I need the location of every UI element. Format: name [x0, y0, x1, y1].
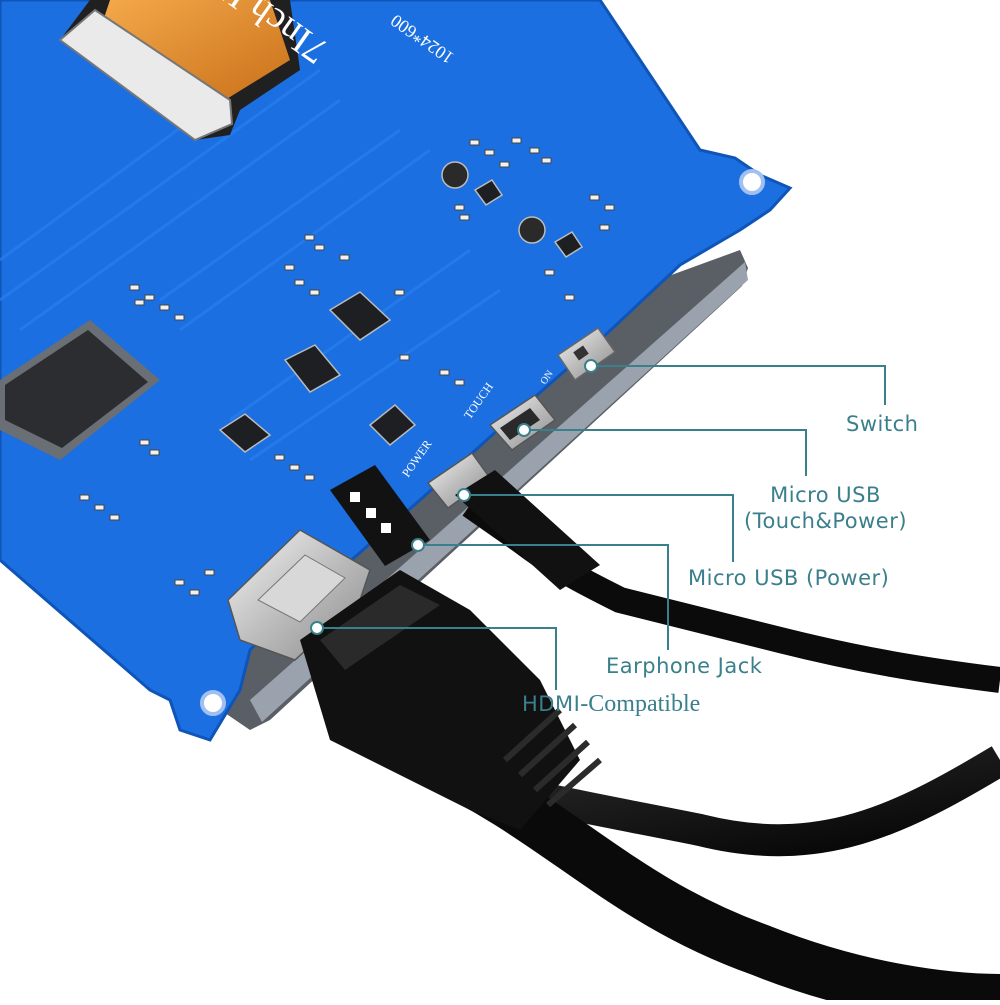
- micro-usb-touch-label-line1: Micro USB: [770, 483, 881, 507]
- hdmi-callout-label: HDMI-Compatible: [522, 692, 700, 716]
- micro-usb-touch-leader: [530, 429, 807, 476]
- micro-usb-power-callout-label: Micro USB (Power): [688, 566, 890, 590]
- micro-usb-touch-port: [488, 393, 557, 451]
- hdmi-leader: [323, 627, 557, 690]
- switch-leader: [597, 365, 886, 405]
- micro-usb-touch-marker: [517, 423, 531, 437]
- smd-components: [79, 137, 615, 596]
- earphone-jack-callout-label: Earphone Jack: [606, 654, 763, 678]
- hdmi-label-suffix: -Compatible: [580, 691, 701, 717]
- main-ic-chip: [0, 320, 160, 460]
- mount-hole: [739, 169, 765, 195]
- micro-usb-power-marker: [457, 488, 471, 502]
- hdmi-label-prefix: HDMI: [522, 692, 581, 716]
- callout-lines: [310, 359, 886, 690]
- micro-usb-power-leader: [470, 494, 734, 562]
- earphone-jack-leader: [424, 544, 669, 650]
- small-ics: [218, 161, 584, 453]
- micro-usb-touch-label-line2: (Touch&Power): [744, 509, 908, 534]
- switch-callout-label: Switch: [846, 412, 919, 436]
- mount-hole: [200, 690, 226, 716]
- slide-switch: [556, 326, 617, 382]
- cables: [300, 470, 1000, 1005]
- flex-cable: [58, 0, 300, 142]
- earphone-jack-marker: [411, 538, 425, 552]
- earphone-jack: [330, 465, 430, 566]
- usb-plug-body: [455, 470, 600, 590]
- hdmi-marker: [310, 621, 324, 635]
- switch-marker: [584, 359, 598, 373]
- micro-usb-touch-callout: Micro USB (Touch&Power): [744, 482, 907, 535]
